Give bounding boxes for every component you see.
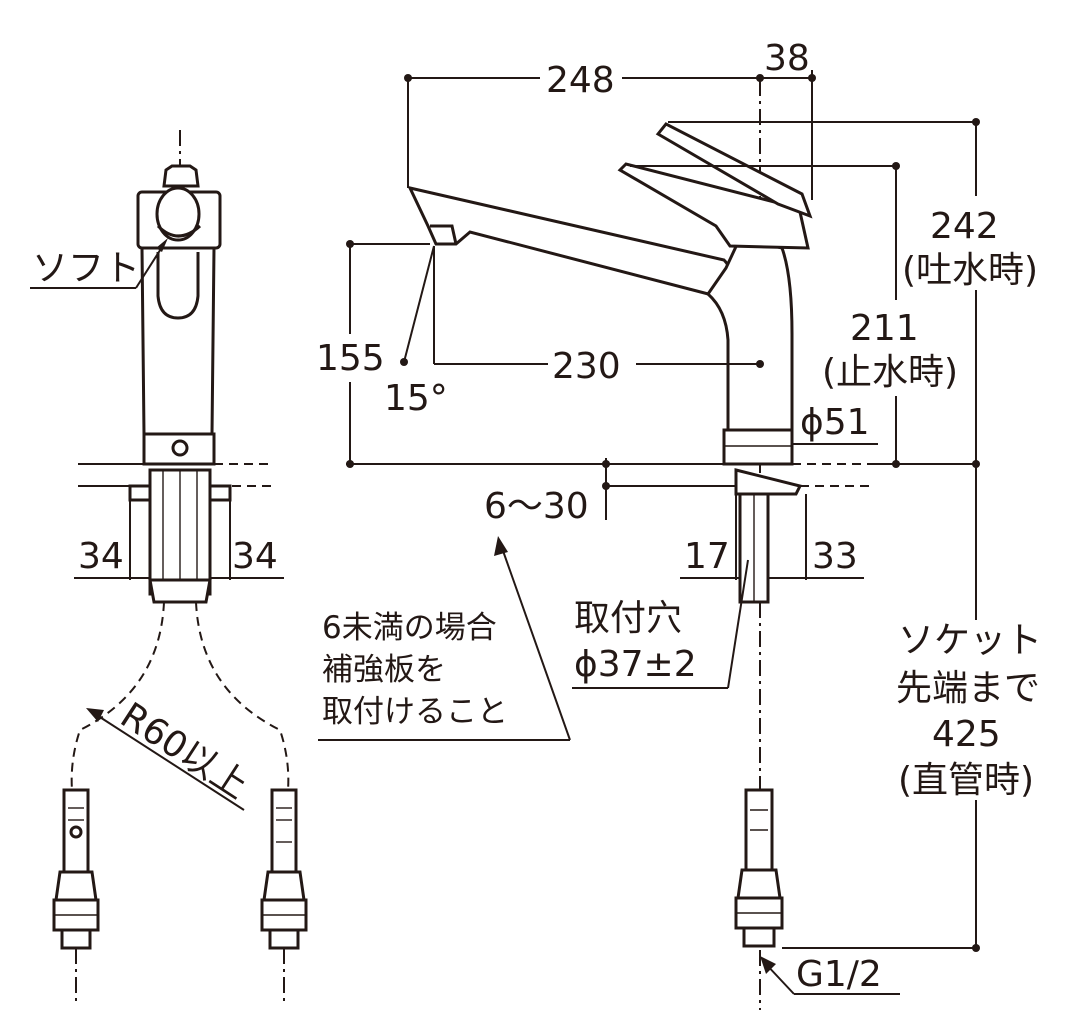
hole-diameter: ϕ37±2 [574, 644, 697, 685]
note-leader [501, 547, 571, 741]
dim-211-note: (止水時) [822, 352, 958, 393]
hose-left [70, 601, 165, 791]
lever-side [617, 162, 810, 250]
soft-arrowhead [156, 238, 168, 252]
dim-phi51: ϕ51 [800, 402, 870, 443]
dim-34-left: 34 [78, 536, 124, 577]
lever-raised [655, 122, 813, 219]
hole-label: 取付穴 [574, 598, 682, 639]
r60-arrowhead [86, 708, 104, 722]
socket-line-1: ソケット [898, 620, 1042, 661]
faucet-body-front [140, 246, 216, 436]
dim-34-right: 34 [232, 536, 278, 577]
base-ring-side [722, 428, 794, 466]
hose-end-side [734, 788, 784, 948]
body-front-slot [156, 252, 200, 320]
base-screw [171, 439, 189, 457]
lever-knob [155, 186, 201, 242]
dim-155: 155 [316, 338, 385, 379]
front-view: 34 34 ソフト [30, 130, 308, 1006]
soft-label: ソフト [32, 248, 140, 289]
base-ring-front [142, 432, 216, 466]
lever-cap [162, 164, 200, 188]
note-line-3: 取付けること [322, 694, 508, 730]
g12-arrowhead [760, 956, 776, 974]
lever-soft-zone [156, 224, 202, 238]
dim-33: 33 [812, 536, 858, 577]
dim-242-note: (吐水時) [902, 250, 1038, 291]
dim-242: 242 [930, 206, 999, 247]
hose-end-right [260, 788, 308, 1006]
hose-end-left [52, 788, 100, 1006]
dim-230: 230 [552, 346, 621, 387]
hole-leader [727, 559, 749, 689]
dim-211: 211 [850, 308, 919, 349]
dim-248: 248 [546, 60, 615, 101]
socket-line-3: 425 [932, 714, 1001, 755]
socket-line-2: 先端まで [896, 668, 1040, 709]
socket-line-4: (直管時) [898, 760, 1034, 801]
note-line-1: 6未満の場合 [322, 610, 497, 646]
dim-38: 38 [764, 38, 810, 79]
side-view: 248 38 242 (吐水時) 211 (止水時) 155 230 15° [316, 38, 1042, 1010]
dim-thickness: 6～30 [484, 486, 589, 527]
dim-17: 17 [684, 536, 730, 577]
angle-15: 15° [384, 378, 448, 419]
note-arrowhead [494, 536, 508, 556]
r60-label: R60以上 [113, 695, 255, 807]
hose-right [195, 601, 290, 791]
note-line-2: 補強板を [322, 652, 446, 688]
thread-g12: G1/2 [796, 954, 882, 995]
faucet-body-side [706, 236, 794, 432]
r60-leader [91, 711, 245, 811]
